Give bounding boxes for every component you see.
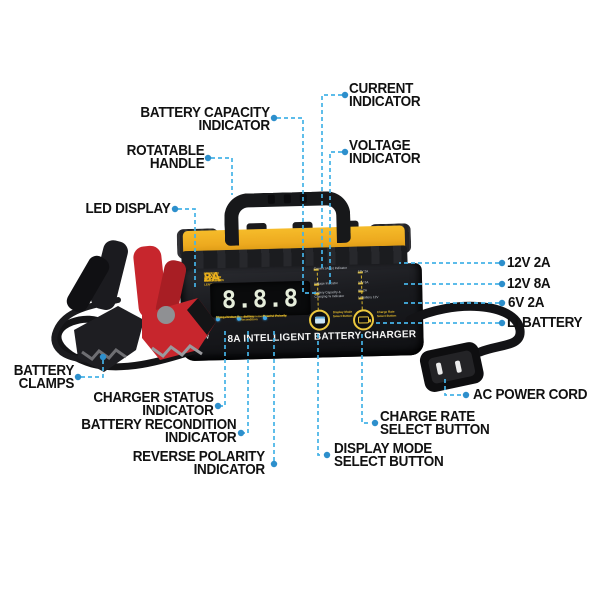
- leader-current: [321, 94, 342, 269]
- leader-clamps: [81, 360, 104, 378]
- leader-ac-cord: [444, 379, 462, 396]
- leader-dots: [74, 91, 506, 468]
- black-battery-clamp: [66, 240, 144, 372]
- leader-led-display: [178, 208, 196, 288]
- callout-li-battery: LI BATTERY: [507, 314, 583, 331]
- leader-battery-capacity: [277, 117, 316, 294]
- ac-power-cord: [405, 301, 525, 357]
- leader-voltage: [329, 151, 342, 284]
- leader-display-mode: [317, 334, 323, 456]
- leader-charger-status: [221, 331, 226, 407]
- callout-led-display: LED DISPLAY: [85, 200, 171, 217]
- callout-12v-2a: 12V 2A: [507, 254, 551, 271]
- callout-12v-8a: 12V 8A: [507, 275, 551, 292]
- callout-6v-2a: 6V 2A: [508, 294, 545, 311]
- plug-prong-slot: [436, 362, 443, 375]
- leader-rotatable-handle: [211, 157, 233, 195]
- callout-ac-power-cord: AC POWER CORD: [473, 386, 588, 403]
- red-battery-clamp: [133, 245, 216, 360]
- leader-charge-rate: [361, 334, 371, 424]
- leader-recondition: [244, 331, 249, 434]
- plug-prong-slot: [455, 360, 462, 373]
- ac-plug: [419, 342, 484, 392]
